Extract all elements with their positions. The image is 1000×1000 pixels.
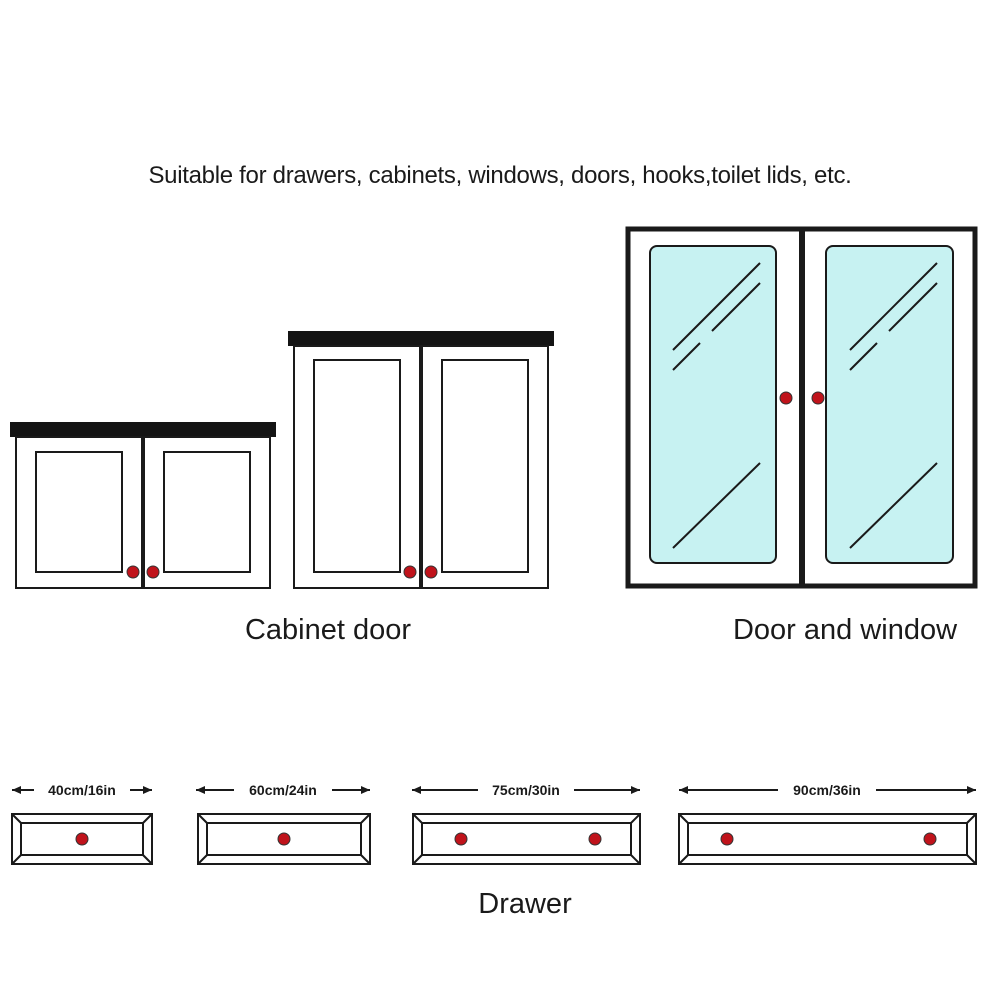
caption-cabinet-door: Cabinet door: [244, 614, 412, 646]
drawer-knob: [588, 832, 602, 846]
door-knob: [403, 565, 417, 579]
drawer-knob: [720, 832, 734, 846]
glass-pane-right: [825, 245, 954, 564]
drawer-90cm: [678, 813, 977, 865]
door-knob: [424, 565, 438, 579]
door-window: [625, 226, 978, 589]
drawer-knob: [454, 832, 468, 846]
drawer-knob: [75, 832, 89, 846]
drawer-size-label: 90cm/36in: [793, 782, 861, 798]
drawer-size-label: 60cm/24in: [249, 782, 317, 798]
drawer-knob: [923, 832, 937, 846]
cabinet-right-door: [421, 345, 549, 589]
cabinet-right-door: [143, 436, 271, 589]
caption-door-and-window: Door and window: [732, 614, 958, 646]
drawer-75cm: [412, 813, 641, 865]
drawer-size-label: 75cm/30in: [492, 782, 560, 798]
tall-cabinet: [288, 331, 554, 589]
door-knob: [779, 391, 793, 405]
glass-pane-left: [649, 245, 777, 564]
door-knob: [811, 391, 825, 405]
drawer-knob: [277, 832, 291, 846]
caption-drawer: Drawer: [478, 888, 572, 920]
drawer-40cm: [11, 813, 153, 865]
countertop: [288, 331, 554, 346]
headline: Suitable for drawers, cabinets, windows,…: [148, 162, 852, 189]
small-cabinet: [10, 422, 276, 589]
door-knob: [146, 565, 160, 579]
countertop: [10, 422, 276, 437]
drawer-size-label: 40cm/16in: [48, 782, 116, 798]
cabinet-left-door: [293, 345, 421, 589]
cabinet-left-door: [15, 436, 143, 589]
door-knob: [126, 565, 140, 579]
drawer-60cm: [197, 813, 371, 865]
